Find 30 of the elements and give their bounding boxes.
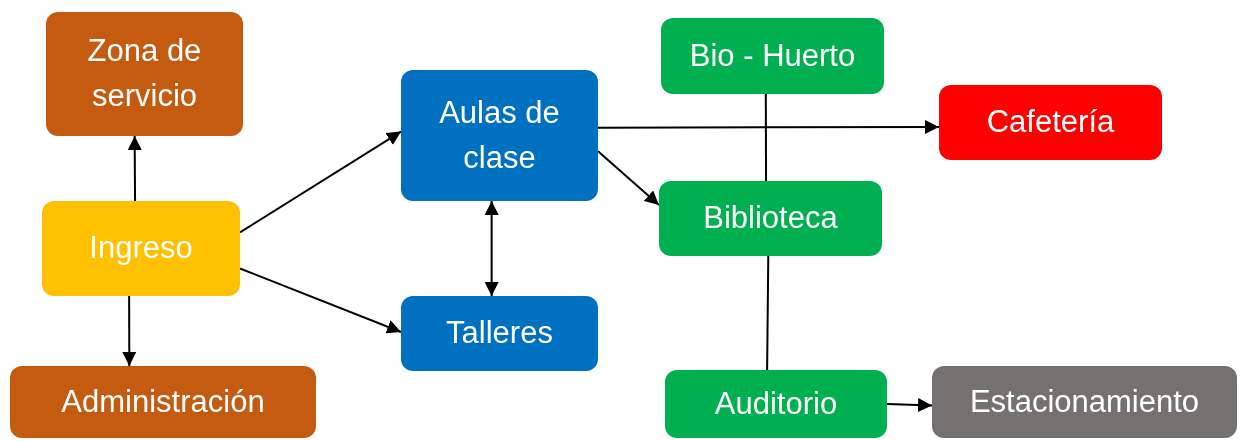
rounded-box — [932, 366, 1237, 438]
node-label: Bio - Huerto — [689, 36, 856, 75]
connector-line — [764, 93, 768, 182]
node-label: Talleres — [446, 314, 553, 353]
arrow — [239, 130, 402, 234]
node-label: Ingreso — [89, 229, 193, 268]
node-label: Zona de servicio — [86, 32, 203, 115]
node-label: Estacionamiento — [969, 382, 1200, 421]
rounded-box — [46, 12, 243, 136]
rounded-box — [10, 366, 316, 438]
node-label: Administración — [61, 382, 265, 421]
node-label: Cafetería — [986, 103, 1115, 142]
rounded-box — [659, 181, 882, 256]
node-label: Auditorio — [714, 384, 838, 423]
rounded-box — [661, 18, 884, 94]
arrow — [127, 135, 142, 202]
rounded-box — [939, 85, 1162, 160]
arrow — [597, 150, 660, 206]
arrow — [484, 200, 499, 297]
node-label: Aulas de clase — [438, 93, 561, 177]
node-label: Biblioteca — [703, 199, 838, 238]
rounded-box — [42, 201, 240, 296]
arrow — [122, 295, 137, 367]
rounded-box — [665, 370, 887, 438]
arrow — [597, 120, 940, 135]
rounded-box — [401, 296, 598, 371]
rounded-box — [401, 70, 598, 201]
connector-line — [766, 255, 770, 371]
arrow — [239, 267, 402, 334]
arrow — [886, 398, 933, 413]
